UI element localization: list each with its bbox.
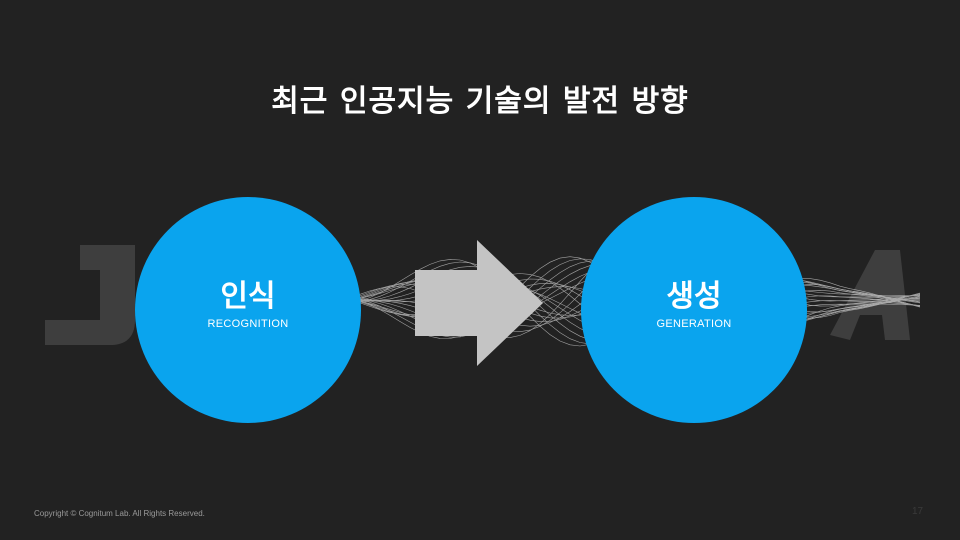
- generation-circle: 생성 GENERATION: [581, 197, 807, 423]
- recognition-label: 인식: [220, 279, 276, 314]
- recognition-sublabel: RECOGNITION: [207, 318, 289, 330]
- recognition-circle: 인식 RECOGNITION: [135, 197, 361, 423]
- right-arrow-icon: [415, 240, 543, 366]
- generation-label: 생성: [666, 279, 722, 314]
- generation-sublabel: GENERATION: [656, 318, 732, 330]
- page-number: 17: [912, 506, 924, 517]
- slide-title: 최근 인공지능 기술의 발전 방향: [271, 84, 689, 119]
- copyright-footer: Copyright © Cognitum Lab. All Rights Res…: [34, 509, 205, 518]
